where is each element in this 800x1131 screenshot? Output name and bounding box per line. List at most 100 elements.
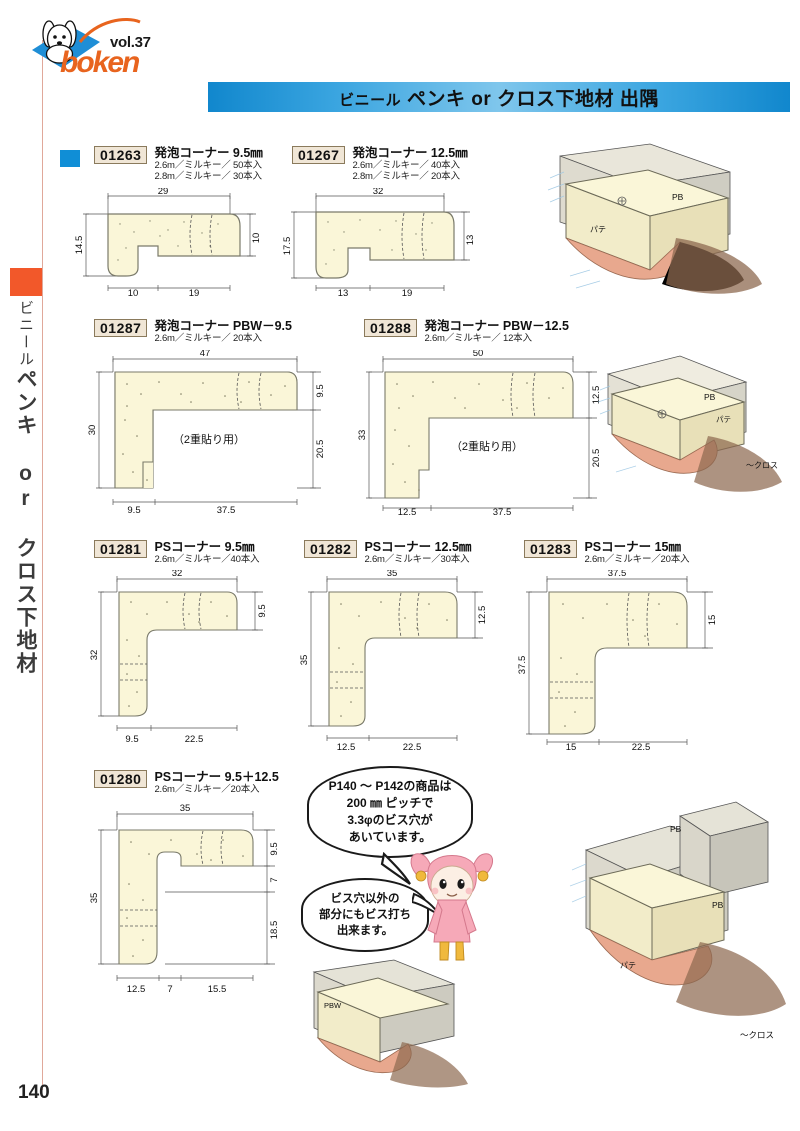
brand-wordmark: boken [60, 46, 140, 79]
dim-bottom-b: 37.5 [493, 507, 512, 515]
product-01282: 01282 PSコーナー 12.5㎜ 2.6m／ミルキー／30本入 [304, 540, 471, 565]
illus-label-pate: パテ [620, 961, 636, 970]
illustration-row4-left: PBW [290, 950, 480, 1095]
dim-left: 33 [357, 430, 368, 441]
banner-tail: 出隅 [619, 88, 659, 110]
product-01280: 01280 PSコーナー 9.5＋12.5 2.6m／ミルキー／20本入 [94, 770, 279, 795]
dim-bottom-a: 13 [338, 288, 349, 296]
product-spec-1: 2.6m／ミルキー／20本入 [584, 554, 690, 565]
section-vertical-label: ビニールペンキ or クロス下地材 [8, 300, 42, 675]
illustration-row2: PB パテ ～クロス [596, 340, 796, 520]
profile-shape [384, 371, 574, 499]
volume-label: vol.37 [110, 34, 151, 51]
dim-left: 37.5 [517, 656, 528, 675]
profile-shape [548, 591, 688, 735]
illus-label-pbw: PBW [324, 1001, 342, 1010]
balloon-1-tail [380, 852, 411, 885]
dim-right-a: 12.5 [591, 386, 602, 405]
dim-bottom-a: 12.5 [127, 984, 146, 995]
logo-graphic [32, 18, 141, 68]
drawing-01282: 35 35 12.5 12.5 22.5 [295, 570, 520, 750]
product-spec-1: 2.6m／ミルキー／30本入 [364, 554, 470, 565]
illustration-row4-right: PB PB パテ ～クロス [560, 790, 795, 1095]
product-spec-2: 2.8m／ミルキー／ 20本入 [352, 171, 460, 182]
product-code: 01288 [364, 319, 418, 337]
dim-right: 10 [251, 233, 262, 244]
info-balloon-2: ビス穴以外の 部分にもビス打ち 出来ます。 [301, 878, 429, 952]
dim-top: 32 [172, 570, 183, 579]
dim-right-a: 9.5 [315, 384, 326, 397]
product-spec-1: 2.6m／ミルキー／ 40本入 [352, 160, 460, 171]
left-vertical-rule [42, 40, 43, 1090]
section-label-main: ペンキ or クロス下地材 [14, 368, 37, 675]
dim-bottom-a: 12.5 [398, 507, 417, 515]
dim-left: 35 [89, 893, 100, 904]
product-name: 発泡コーナー 9.5㎜ [154, 146, 263, 160]
profile-shape [107, 213, 241, 277]
balloon-1-line-1: P140 ～ P142の商品は [328, 779, 452, 793]
balloon-2-line-2: 部分にもビス打ち [319, 909, 411, 921]
dim-bottom-b: 22.5 [403, 742, 422, 750]
dim-left: 17.5 [282, 237, 293, 256]
product-spec-1: 2.6m／ミルキー／40本入 [154, 554, 260, 565]
section-tab-marker [10, 268, 42, 296]
product-name: 発泡コーナー PBW－9.5 [154, 319, 292, 333]
product-name: PSコーナー 12.5㎜ [364, 540, 472, 554]
product-code: 01281 [94, 540, 148, 558]
product-code: 01282 [304, 540, 358, 558]
product-spec-1: 2.6m／ミルキー／ 12本入 [424, 333, 532, 344]
section-banner: ビニール ペンキ or クロス下地材 出隅 [208, 82, 790, 112]
dim-top: 50 [473, 350, 484, 359]
product-spec-1: 2.6m／ミルキー／20本入 [154, 784, 260, 795]
dim-bottom-b: 22.5 [632, 742, 651, 750]
dim-top: 47 [200, 350, 211, 359]
balloon-1-line-4: あいています。 [348, 830, 432, 844]
product-01287: 01287 発泡コーナー PBW－9.5 2.6m／ミルキー／ 20本入 [94, 319, 292, 344]
product-spec-1: 2.6m／ミルキー／ 50本入 [154, 160, 262, 171]
drawing-01267: 32 17.5 13 13 19 [268, 188, 483, 296]
dim-right: 13 [465, 235, 476, 246]
product-01267: 01267 発泡コーナー 12.5㎜ 2.6m／ミルキー／ 40本入 2.8m／… [292, 146, 468, 182]
dim-left: 14.5 [74, 236, 85, 255]
dim-bottom-a: 10 [128, 288, 139, 296]
profile-shape [328, 591, 458, 727]
brand-logo: vol.37 boken [22, 12, 212, 79]
dim-top: 37.5 [608, 570, 627, 579]
product-name: PSコーナー 9.5＋12.5 [154, 770, 279, 784]
product-code: 01287 [94, 319, 148, 337]
illus-label-cloth: ～クロス [746, 461, 778, 470]
dim-bottom-a: 9.5 [127, 505, 140, 515]
drawing-01281: 32 32 9.5 9.5 22.5 [85, 570, 300, 750]
product-spec-2: 2.8m／ミルキー／ 30本入 [154, 171, 262, 182]
drawing-01283: 37.5 37.5 15 15 22.5 [515, 570, 750, 750]
mascot-character [404, 838, 500, 971]
banner-lead: ビニール [339, 91, 402, 109]
dim-bottom-a: 12.5 [337, 742, 356, 750]
product-01283: 01283 PSコーナー 15㎜ 2.6m／ミルキー／20本入 [524, 540, 690, 565]
drawing-01288: （2重貼り用） 50 33 12.5 20.5 12.5 37.5 [355, 350, 605, 515]
dim-top: 35 [180, 803, 191, 814]
product-spec-1: 2.6m／ミルキー／ 20本入 [154, 333, 262, 344]
illus-label-pate: パテ [716, 415, 731, 424]
illus-label-pb-low: PB [712, 900, 724, 910]
dim-right-a: 9.5 [269, 842, 280, 855]
profile-shape [315, 211, 455, 279]
product-code: 01267 [292, 146, 346, 164]
dim-bottom-c: 15.5 [208, 984, 227, 995]
dim-right: 15 [707, 615, 718, 626]
banner-title: ビニール ペンキ or クロス下地材 出隅 [339, 84, 659, 111]
balloon-1-line-2: 200 ㎜ ピッチで [346, 796, 434, 810]
balloon-1-text: P140 ～ P142の商品は 200 ㎜ ピッチで 3.3φのビス穴が あいて… [329, 778, 452, 846]
illustration-row1: PB パテ [530, 138, 795, 318]
dim-left: 35 [299, 655, 310, 666]
product-name: 発泡コーナー 12.5㎜ [352, 146, 468, 160]
profile-shape [118, 591, 238, 717]
product-01281: 01281 PSコーナー 9.5㎜ 2.6m／ミルキー／40本入 [94, 540, 260, 565]
dim-right-c: 18.5 [269, 921, 280, 940]
balloon-1-line-3: 3.3φのビス穴が [347, 813, 433, 827]
illus-label-pate: パテ [590, 225, 606, 234]
illus-label-pb: PB [672, 192, 684, 202]
drawing-01287: （2重貼り用） 47 30 9.5 20.5 9.5 37.5 [85, 350, 335, 515]
dim-bottom-b: 37.5 [217, 505, 236, 515]
